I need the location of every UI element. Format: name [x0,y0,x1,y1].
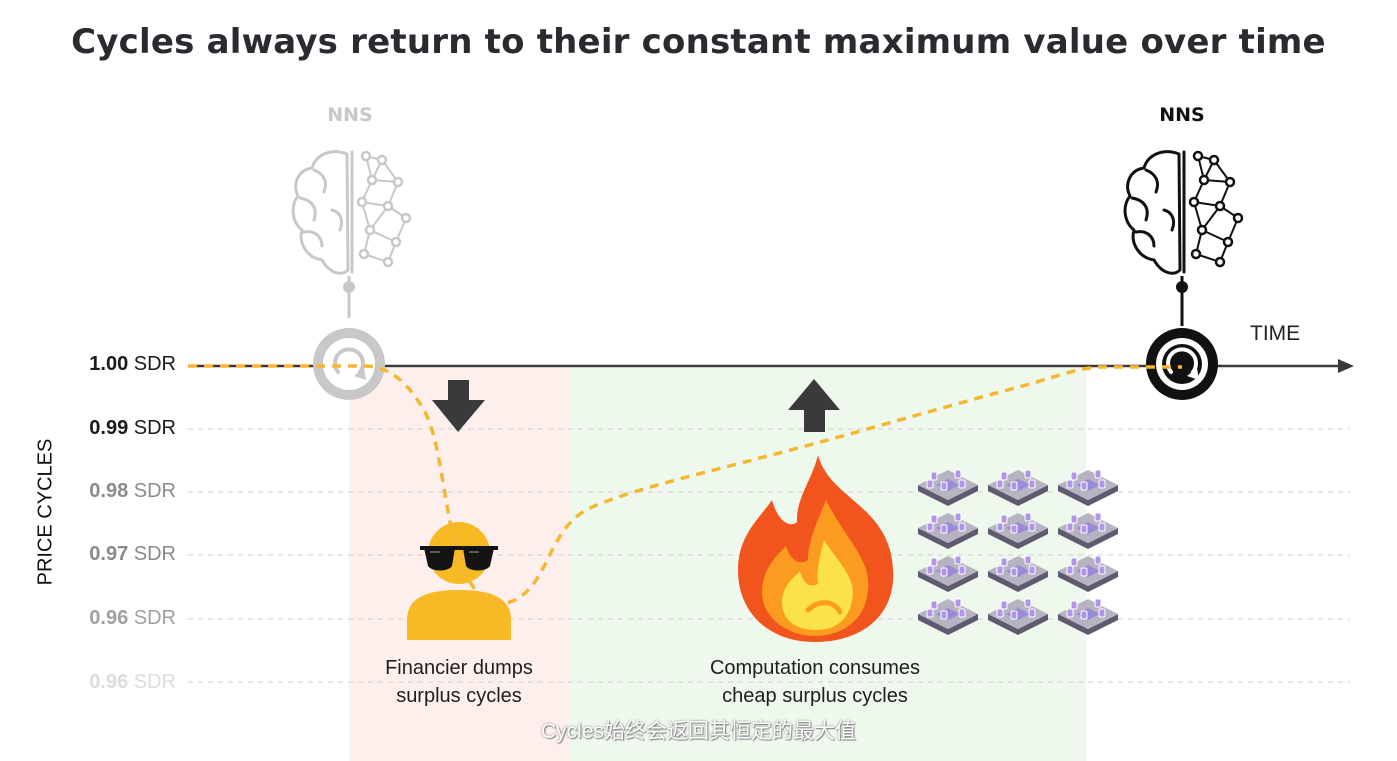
caption-line: cheap surplus cycles [722,685,908,707]
y-label-1: 1.00 SDR [70,353,176,376]
axis-arrowhead [1338,359,1354,373]
y-label-value: 0.96 [89,607,129,629]
y-label-unit: SDR [133,353,176,375]
slide-title: Cycles always return to their constant m… [71,22,1326,62]
data-center-chip-icon [1058,555,1118,592]
data-center-chip-icon [918,512,978,549]
brain-right [1123,150,1244,275]
y-label-unit: SDR [133,607,176,629]
y-label-2: 0.99 SDR [70,417,176,440]
time-axis-label: TIME [1250,322,1301,345]
data-center-chips [918,469,1118,635]
y-label-value: 0.99 [89,417,129,439]
price-cycles-axis-title: PRICE CYCLES [34,438,57,586]
y-label-unit: SDR [133,671,176,693]
y-label-6: 0.96 SDR [70,671,176,694]
data-center-chip-icon [988,598,1048,635]
data-center-chip-icon [1058,469,1118,506]
y-label-3: 0.98 SDR [70,480,176,503]
data-center-chip-icon [918,598,978,635]
caption-line: Computation consumes [709,657,921,679]
cycle-node-right [1146,328,1218,400]
y-label-value: 0.96 [89,671,129,693]
data-center-chip-icon [988,512,1048,549]
cycle-node-left [313,328,385,400]
video-subtitle: Cycles始终会返回其恒定的最大值 [540,720,856,743]
nns-label-right: NNS [1159,104,1205,126]
caption-line: Financier dumps [385,657,533,679]
y-label-value: 0.97 [89,543,129,565]
data-center-chip-icon [918,469,978,506]
financier-sunglasses-icon [407,522,511,640]
arrow-up-icon [788,379,840,432]
financier-caption: Financier dumps surplus cycles [350,654,568,710]
y-label-value: 0.98 [89,480,129,502]
y-label-unit: SDR [133,480,176,502]
y-label-unit: SDR [133,543,176,565]
y-label-unit: SDR [133,417,176,439]
arrow-down-icon [432,380,485,432]
nns-label-left: NNS [327,104,373,126]
caption-line: surplus cycles [396,685,522,707]
data-center-chip-icon [918,555,978,592]
data-center-chip-icon [988,469,1048,506]
data-center-chip-icon [1058,512,1118,549]
fire-icon [738,455,894,642]
data-center-chip-icon [988,555,1048,592]
y-label-value: 1.00 [89,353,129,375]
computation-caption: Computation consumes cheap surplus cycle… [660,654,970,710]
data-center-chip-icon [1058,598,1118,635]
y-label-5: 0.96 SDR [70,607,176,630]
brain-left [291,150,412,275]
price-cycles-line [188,364,1182,606]
y-label-4: 0.97 SDR [70,543,176,566]
